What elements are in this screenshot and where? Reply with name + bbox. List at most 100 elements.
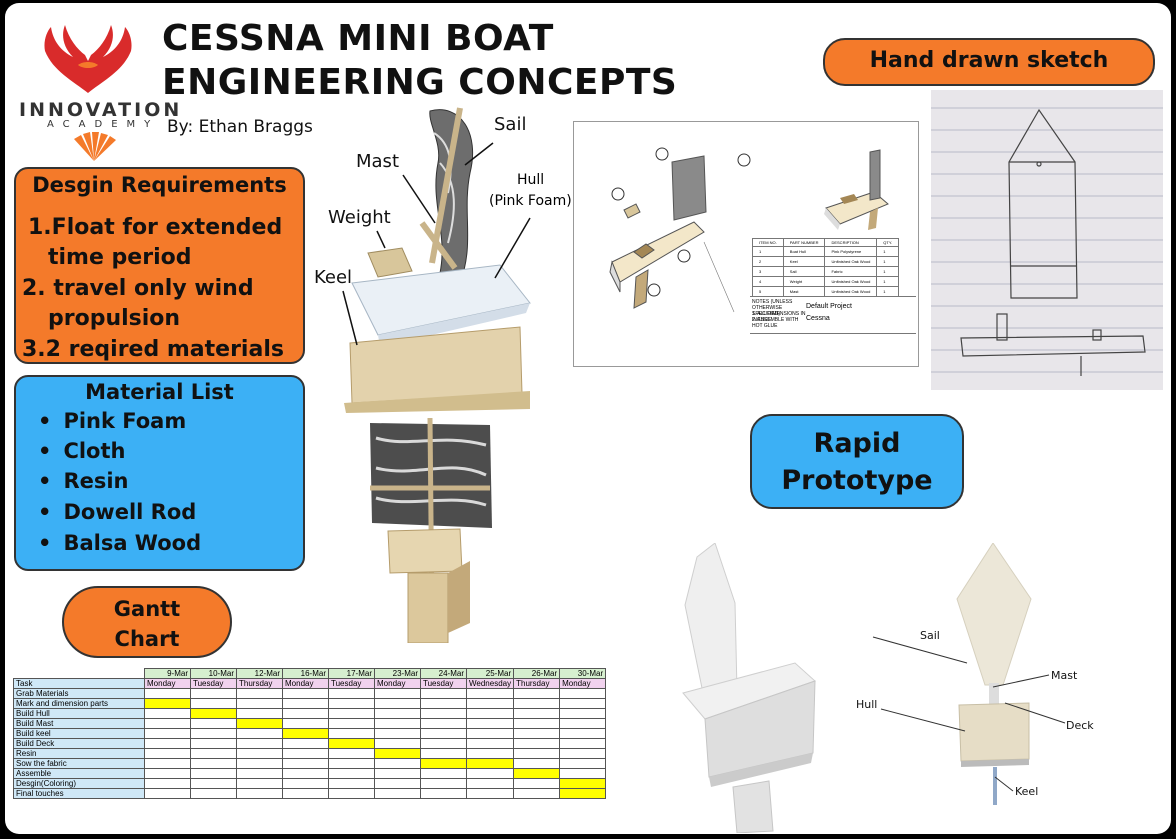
proto-deck-label: Deck: [1066, 719, 1094, 732]
logo-name: INNOVATION: [19, 99, 183, 121]
gantt-pill-line2: Chart: [114, 627, 180, 651]
gantt-task-name: Build Deck: [13, 738, 145, 749]
gantt-cell: [282, 758, 329, 769]
gantt-row: Build Deck: [13, 738, 607, 749]
gantt-cell: [282, 778, 329, 789]
boat-label-leaders: [342, 142, 531, 346]
gantt-task-name: Sow the fabric: [13, 758, 145, 769]
gantt-cell: [559, 738, 607, 749]
gantt-cell: [282, 698, 329, 709]
requirements-title: Desgin Requirements: [32, 173, 287, 197]
bom-cell: Mast: [782, 286, 826, 297]
gantt-cell: [236, 728, 283, 739]
bom-cell: Keel: [782, 256, 826, 267]
material-item: Balsa Wood: [38, 531, 201, 555]
gantt-cell: [190, 728, 237, 739]
gantt-pill-line1: Gantt: [113, 597, 181, 621]
gantt-cell: [144, 728, 191, 739]
material-item: Pink Foam: [38, 409, 186, 433]
gantt-cell: [328, 688, 375, 699]
drawing-perspective: [824, 149, 889, 230]
hand-drawn-sketch: [931, 90, 1163, 390]
proto-hull-label: Hull: [856, 698, 878, 711]
bom-cell: Pink Polystyrene: [824, 246, 878, 257]
boat-sail-label: Sail: [494, 114, 527, 135]
gantt-task-header: Task: [13, 678, 145, 689]
gantt-cell: [465, 788, 515, 799]
gantt-cell: [559, 708, 607, 719]
gantt-cell: [328, 718, 375, 729]
gantt-date: 10-Mar: [190, 668, 237, 679]
bom-cell: 1: [876, 276, 900, 287]
logo-sub: ACADEMY: [47, 119, 160, 130]
gantt-cell: [328, 698, 375, 709]
gantt-cell: [513, 718, 561, 729]
drawing-isometric: [609, 147, 751, 313]
gantt-cell: [328, 768, 375, 779]
proto-keel-label: Keel: [1015, 785, 1039, 798]
gantt-day: Monday: [282, 678, 329, 689]
rapid-prototype-pill: Rapid Prototype: [750, 414, 964, 509]
gantt-bar-cell: [374, 748, 421, 759]
gantt-cell: [420, 778, 467, 789]
gantt-cell: [374, 778, 421, 789]
gantt-cell: [190, 698, 237, 709]
boat-keel-label: Keel: [314, 267, 353, 288]
gantt-cell: [420, 708, 467, 719]
gantt-cell: [328, 708, 375, 719]
gantt-cell: [420, 698, 467, 709]
gantt-cell: [465, 778, 515, 789]
gantt-cell: [236, 788, 283, 799]
drawing-note: 1. ALL DIMENSIONS IN INCHES: [752, 311, 806, 323]
gantt-task-name: Build Mast: [13, 718, 145, 729]
gantt-cell: [513, 748, 561, 759]
gantt-date: 24-Mar: [420, 668, 467, 679]
gantt-cell: [144, 738, 191, 749]
page-title: CESSNA MINI BOAT ENGINEERING CONCEPTS: [162, 17, 677, 105]
gantt-cell: [465, 768, 515, 779]
gantt-cell: [374, 738, 421, 749]
requirement-item: 2. travel only wind: [22, 276, 254, 301]
gantt-cell: [420, 768, 467, 779]
gantt-cell: [190, 788, 237, 799]
gantt-cell: [559, 758, 607, 769]
material-list-box: Material List Pink Foam Cloth Resin Dowe…: [14, 375, 305, 571]
boat-weight-label: Weight: [328, 207, 391, 228]
material-list-title: Material List: [85, 380, 234, 404]
gantt-row: Build keel: [13, 728, 607, 739]
gantt-cell: [513, 728, 561, 739]
gantt-cell: [236, 738, 283, 749]
bom-cell: 4: [752, 276, 784, 287]
gantt-cell: [420, 728, 467, 739]
gantt-cell: [190, 778, 237, 789]
gantt-bar-cell: [559, 788, 607, 799]
bom-cell: Sail: [782, 266, 826, 277]
gantt-cell: [282, 708, 329, 719]
bom-cell: 1: [752, 246, 784, 257]
gantt-day: Thursday: [513, 678, 561, 689]
gantt-cell: [559, 748, 607, 759]
hand-drawn-sketch-pill: Hand drawn sketch: [823, 38, 1155, 86]
gantt-day: Thursday: [236, 678, 283, 689]
gantt-task-name: Final touches: [13, 788, 145, 799]
gantt-cell: [465, 698, 515, 709]
gantt-cell: [236, 688, 283, 699]
prototype-photo-perspective: [682, 543, 816, 833]
requirement-item: 3.2 reqired materials: [22, 337, 284, 362]
gantt-bar-cell: [190, 708, 237, 719]
gantt-cell: [465, 718, 515, 729]
gantt-cell: [465, 708, 515, 719]
bom-cell: Unfinished Oak Wood: [824, 256, 878, 267]
gantt-cell: [144, 718, 191, 729]
gantt-cell: [420, 788, 467, 799]
bom-header: ITEM NO.: [752, 238, 784, 247]
gantt-date: 25-Mar: [465, 668, 515, 679]
gantt-row: Grab Materials: [13, 688, 607, 699]
title-line1: CESSNA MINI BOAT: [162, 18, 554, 59]
